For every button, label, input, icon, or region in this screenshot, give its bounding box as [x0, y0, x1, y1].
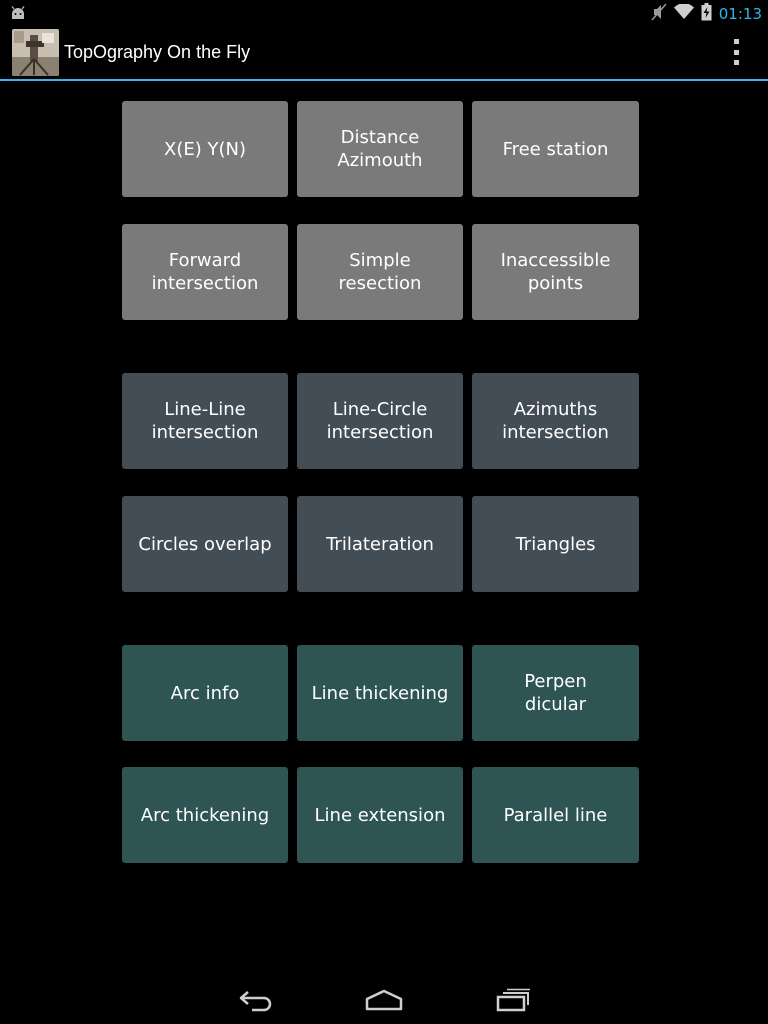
line-thickening-button-label: Line thickening	[311, 682, 449, 704]
line-circle-intersection-button[interactable]: Line-Circle intersection	[297, 373, 463, 469]
arc-info-button-label: Arc info	[170, 682, 240, 704]
triangles-button-label: Triangles	[515, 533, 596, 555]
wifi-icon	[673, 3, 694, 24]
app-title: TopOgraphy On the Fly	[64, 42, 251, 62]
trilateration-button[interactable]: Trilateration	[297, 496, 463, 592]
line-line-intersection-button[interactable]: Line-Line intersection	[122, 373, 288, 469]
overflow-menu-icon[interactable]	[724, 39, 748, 65]
parallel-line-button-label: Parallel line	[503, 804, 608, 826]
azimuths-intersection-button-label: Azimuths intersection	[502, 399, 609, 443]
perpendicular-button-label: Perpen dicular	[524, 671, 587, 715]
inaccessible-points-button-label: Inaccessible points	[500, 250, 611, 294]
line-extension-button-label: Line extension	[314, 804, 446, 826]
trilateration-button-label: Trilateration	[326, 533, 434, 555]
forward-intersection-button-label: Forward intersection	[151, 250, 259, 294]
android-notification-icon	[10, 5, 26, 24]
status-bar: 01:13	[0, 0, 768, 25]
perpendicular-button[interactable]: Perpen dicular	[472, 645, 639, 741]
azimuths-intersection-button[interactable]: Azimuths intersection	[472, 373, 639, 469]
arc-info-button[interactable]: Arc info	[122, 645, 288, 741]
simple-resection-button[interactable]: Simple resection	[297, 224, 463, 320]
inaccessible-points-button[interactable]: Inaccessible points	[472, 224, 639, 320]
recent-apps-icon[interactable]	[483, 984, 543, 1016]
distance-azimouth-button[interactable]: Distance Azimouth	[297, 101, 463, 197]
back-icon[interactable]	[226, 984, 286, 1016]
free-station-button-label: Free station	[502, 138, 609, 160]
distance-azimouth-button-label: Distance Azimouth	[337, 127, 423, 171]
circles-overlap-button-label: Circles overlap	[138, 533, 272, 555]
xy-button[interactable]: X(E) Y(N)	[122, 101, 288, 197]
line-thickening-button[interactable]: Line thickening	[297, 645, 463, 741]
arc-thickening-button-label: Arc thickening	[140, 804, 270, 826]
home-icon[interactable]	[354, 984, 414, 1016]
line-extension-button[interactable]: Line extension	[297, 767, 463, 863]
circles-overlap-button[interactable]: Circles overlap	[122, 496, 288, 592]
simple-resection-button-label: Simple resection	[338, 250, 422, 294]
line-line-intersection-button-label: Line-Line intersection	[151, 399, 259, 443]
triangles-button[interactable]: Triangles	[472, 496, 639, 592]
status-clock: 01:13	[718, 5, 762, 23]
navigation-bar	[0, 976, 768, 1024]
battery-charging-icon	[701, 3, 712, 25]
line-circle-intersection-button-label: Line-Circle intersection	[326, 399, 434, 443]
action-bar: TopOgraphy On the Fly	[0, 25, 768, 81]
app-logo-icon[interactable]	[12, 29, 59, 76]
mute-icon	[651, 3, 667, 25]
parallel-line-button[interactable]: Parallel line	[472, 767, 639, 863]
forward-intersection-button[interactable]: Forward intersection	[122, 224, 288, 320]
arc-thickening-button[interactable]: Arc thickening	[122, 767, 288, 863]
xy-button-label: X(E) Y(N)	[164, 138, 246, 160]
free-station-button[interactable]: Free station	[472, 101, 639, 197]
